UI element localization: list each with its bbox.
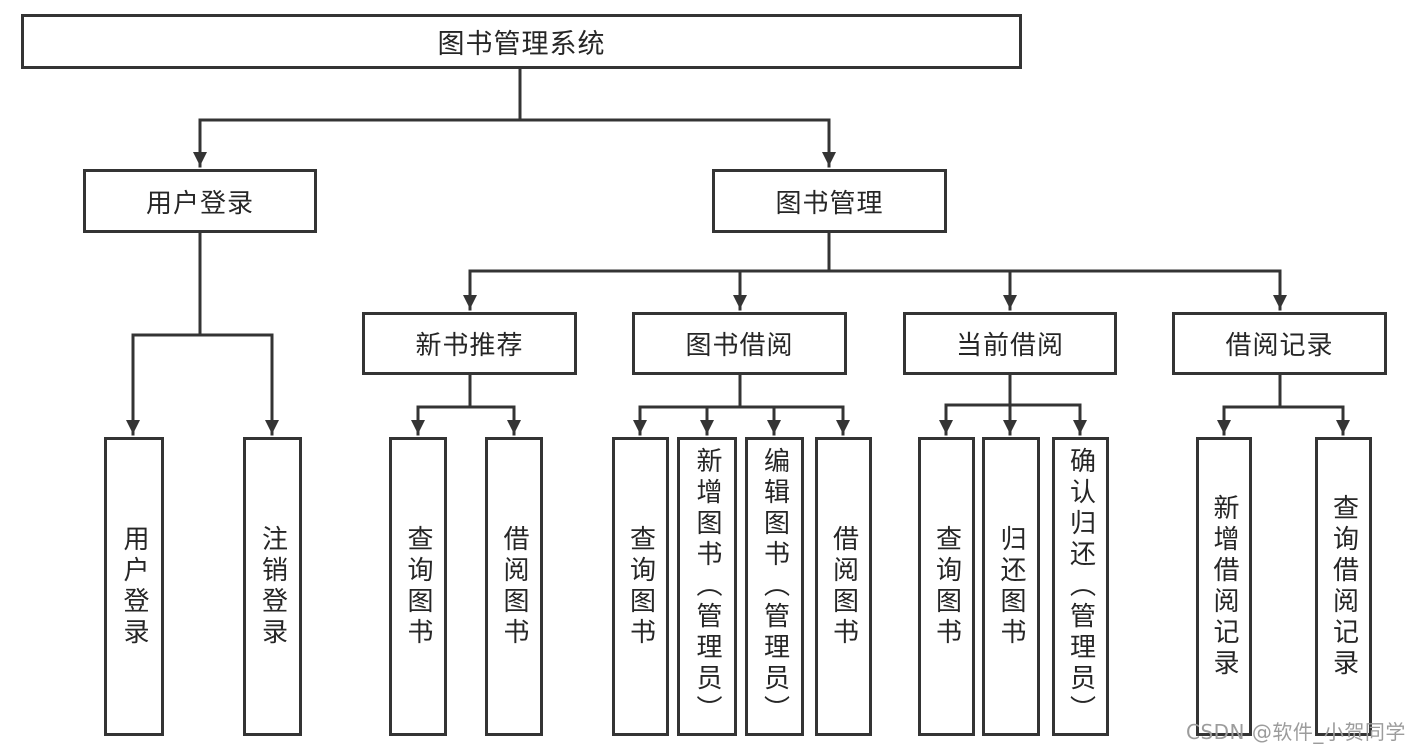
csdn-watermark: CSDN @软件_小贺同学 [1186, 720, 1405, 744]
node-current-borrow: 当前借阅 [903, 312, 1117, 375]
leaf-borrow-books-label: 借阅图书 [828, 524, 859, 649]
leaf-borrow-books-recommend-label: 借阅图书 [499, 524, 529, 649]
node-book-management: 图书管理 [712, 169, 947, 233]
leaf-query-borrow-record-label: 查询借阅记录 [1328, 493, 1359, 680]
node-new-book-recommend-label: 新书推荐 [415, 331, 524, 361]
leaf-user-login: 用户登录 [104, 437, 164, 736]
node-book-borrow-label: 图书借阅 [685, 331, 794, 361]
leaf-confirm-return-admin: 确认归还（管理员） [1052, 437, 1109, 736]
leaf-return-books-label: 归还图书 [996, 524, 1026, 649]
leaf-user-login-label: 用户登录 [119, 524, 149, 649]
leaf-add-books-admin: 新增图书（管理员） [677, 437, 737, 736]
leaf-return-books: 归还图书 [982, 437, 1040, 736]
node-current-borrow-label: 当前借阅 [955, 331, 1064, 361]
node-book-management-label: 图书管理 [775, 188, 884, 219]
node-user-login: 用户登录 [83, 169, 317, 233]
leaf-query-books-recommend-label: 查询图书 [403, 524, 433, 649]
leaf-query-books-recommend: 查询图书 [389, 437, 447, 736]
leaf-query-books-current-label: 查询图书 [931, 524, 962, 649]
node-borrow-records: 借阅记录 [1172, 312, 1387, 375]
leaf-borrow-books: 借阅图书 [815, 437, 872, 736]
node-user-login-label: 用户登录 [145, 188, 254, 219]
leaf-edit-books-admin-label: 编辑图书（管理员） [759, 447, 790, 726]
leaf-confirm-return-admin-label: 确认归还（管理员） [1065, 447, 1096, 726]
leaf-logout: 注销登录 [243, 437, 302, 736]
leaf-query-borrow-record: 查询借阅记录 [1315, 437, 1372, 736]
leaf-query-books-borrow: 查询图书 [612, 437, 669, 736]
leaf-add-borrow-record: 新增借阅记录 [1196, 437, 1252, 736]
node-new-book-recommend: 新书推荐 [362, 312, 577, 375]
leaf-query-books-borrow-label: 查询图书 [625, 524, 656, 649]
leaf-edit-books-admin: 编辑图书（管理员） [745, 437, 804, 736]
node-book-borrow: 图书借阅 [632, 312, 847, 375]
node-root-label: 图书管理系统 [437, 29, 606, 60]
leaf-add-books-admin-label: 新增图书（管理员） [692, 447, 722, 726]
node-root-system: 图书管理系统 [21, 14, 1022, 69]
leaf-logout-label: 注销登录 [257, 524, 288, 649]
leaf-borrow-books-recommend: 借阅图书 [485, 437, 543, 736]
node-borrow-records-label: 借阅记录 [1225, 331, 1334, 361]
leaf-add-borrow-record-label: 新增借阅记录 [1209, 493, 1239, 680]
leaf-query-books-current: 查询图书 [918, 437, 975, 736]
